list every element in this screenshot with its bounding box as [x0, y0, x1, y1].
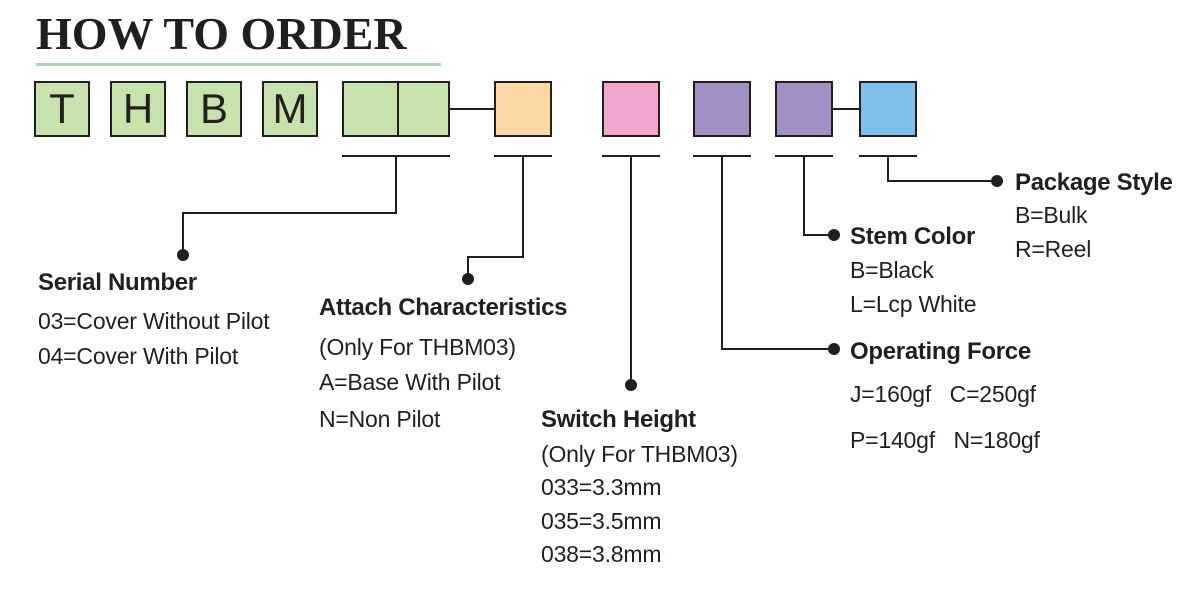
code-letter-h: H	[110, 81, 166, 137]
leader-switch-height	[602, 155, 660, 383]
package-style-heading: Package Style	[1015, 169, 1173, 196]
dot-attach-characteristics	[462, 273, 474, 285]
attach-characteristics-heading: Attach Characteristics	[319, 294, 568, 321]
package-style-box	[859, 81, 917, 137]
code-letter-m: M	[262, 81, 318, 137]
page-title: HOW TO ORDER	[36, 8, 407, 59]
serial-number-option: 04=Cover With Pilot	[38, 343, 239, 369]
leader-stem-color	[775, 155, 833, 236]
stem-color-box	[775, 81, 833, 137]
stem-color-option: L=Lcp White	[850, 291, 977, 317]
code-letter-t: T	[34, 81, 90, 137]
leader-operating-force	[693, 155, 832, 350]
leader-attach-characteristics	[467, 155, 552, 275]
stem-color-option: B=Black	[850, 257, 934, 283]
package-style-option: B=Bulk	[1015, 202, 1088, 228]
serial-number-heading: Serial Number	[38, 269, 197, 296]
serial-number-box-divider	[397, 83, 399, 135]
code-letter-b: B	[186, 81, 242, 137]
dot-operating-force	[828, 343, 840, 355]
switch-height-option: 033=3.3mm	[541, 474, 662, 500]
dash-stem-package	[833, 108, 859, 110]
switch-height-box	[602, 81, 660, 137]
package-style-option: R=Reel	[1015, 236, 1092, 262]
serial-number-box	[342, 81, 450, 137]
switch-height-heading: Switch Height	[541, 406, 696, 433]
dot-serial-number	[177, 249, 189, 261]
attach-characteristics-option: N=Non Pilot	[319, 406, 441, 432]
dot-switch-height	[625, 379, 637, 391]
switch-height-option: 038=3.8mm	[541, 541, 662, 567]
switch-height-note: (Only For THBM03)	[541, 441, 738, 467]
leader-package-style	[859, 155, 996, 182]
attach-characteristics-box	[494, 81, 552, 137]
attach-characteristics-option: A=Base With Pilot	[319, 369, 501, 395]
leader-serial-number	[182, 155, 450, 253]
dot-stem-color	[828, 229, 840, 241]
operating-force-option: P=140gf N=180gf	[850, 427, 1040, 453]
operating-force-box	[693, 81, 751, 137]
stem-color-heading: Stem Color	[850, 223, 976, 250]
dot-package-style	[991, 175, 1003, 187]
operating-force-heading: Operating Force	[850, 338, 1031, 365]
dash-serial-attach	[450, 108, 494, 110]
attach-characteristics-note: (Only For THBM03)	[319, 334, 516, 360]
serial-number-option: 03=Cover Without Pilot	[38, 308, 270, 334]
switch-height-option: 035=3.5mm	[541, 508, 662, 534]
operating-force-option: J=160gf C=250gf	[850, 381, 1036, 407]
title-underline	[36, 63, 441, 66]
